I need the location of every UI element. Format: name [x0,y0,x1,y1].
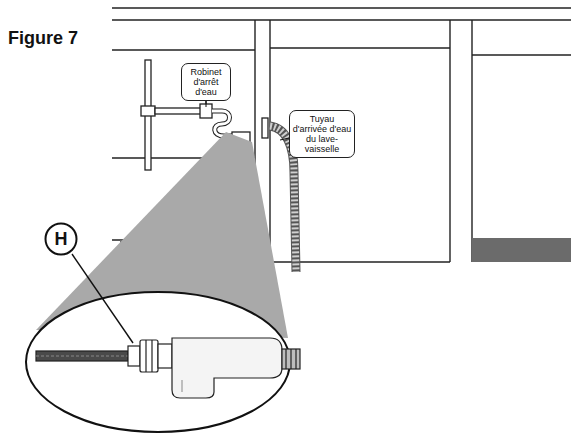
callout-bubble: Robinet d'arrêt d'eau [181,63,231,101]
node-text: Robinet d'arrêt d'eau [184,67,228,97]
node-text: H [44,229,78,250]
figure-title: Figure 7 [8,28,78,49]
node-text: Tuyau d'arrivée d'eau du lave-vaisselle [292,114,352,154]
callout-bubble: Tuyau d'arrivée d'eau du lave-vaisselle [289,110,355,158]
callout-letter: H [44,222,78,256]
